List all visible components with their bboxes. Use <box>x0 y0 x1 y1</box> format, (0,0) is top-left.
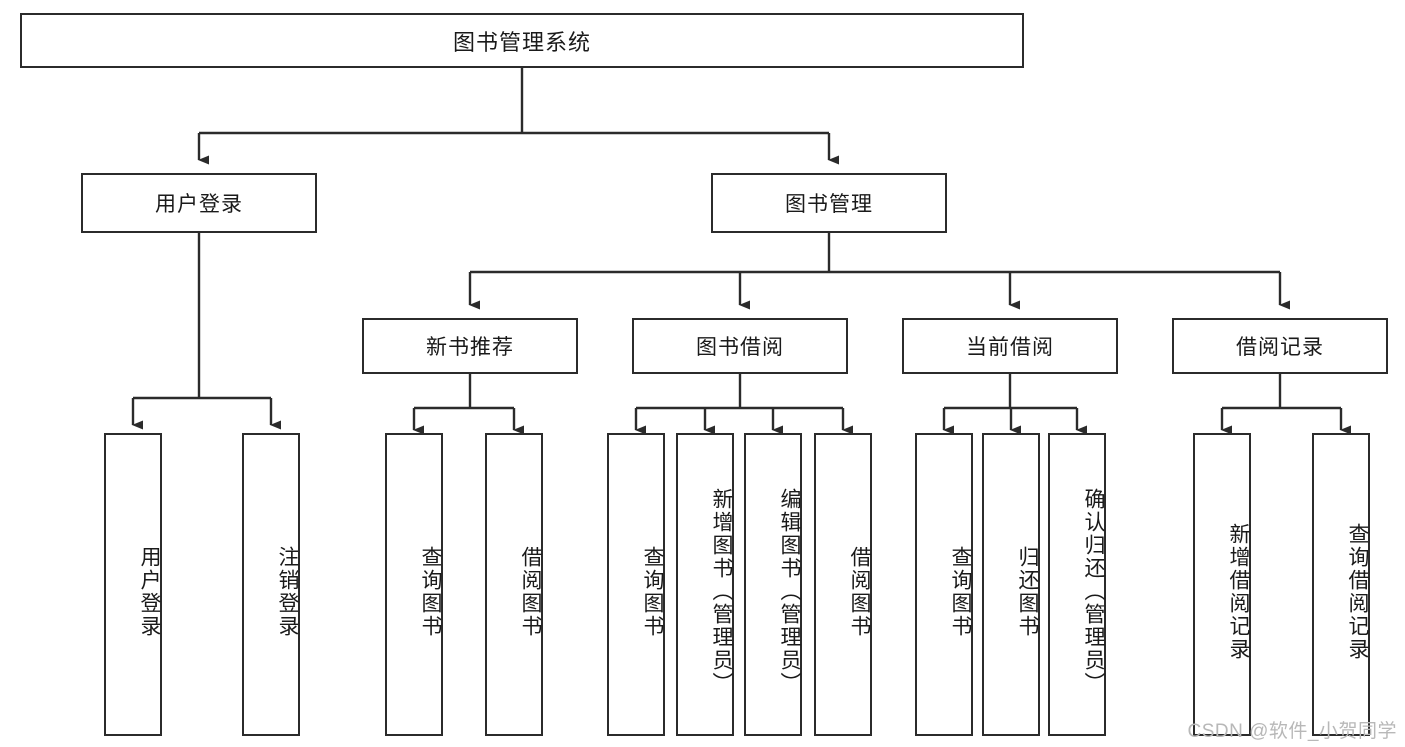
node-book-management[interactable]: 图书管理 <box>711 173 947 233</box>
node-label: 编辑图书（管理员） <box>778 488 801 695</box>
node-new-book-recommend[interactable]: 新书推荐 <box>362 318 578 374</box>
node-label: 图书管理 <box>785 193 873 216</box>
node-label: 新增借阅记录 <box>1227 522 1250 661</box>
node-label: 注销登录 <box>276 545 299 638</box>
leaf-recommend-query-book[interactable]: 查询图书 <box>385 433 443 736</box>
node-root-system[interactable]: 图书管理系统 <box>20 13 1024 68</box>
node-label: 用户登录 <box>138 545 161 638</box>
leaf-user-login-login[interactable]: 用户登录 <box>104 433 162 736</box>
node-label: 用户登录 <box>155 193 243 216</box>
node-book-borrow[interactable]: 图书借阅 <box>632 318 848 374</box>
node-borrow-record[interactable]: 借阅记录 <box>1172 318 1388 374</box>
leaf-borrow-edit-book-admin[interactable]: 编辑图书（管理员） <box>744 433 802 736</box>
node-label: 新增图书（管理员） <box>710 488 733 695</box>
leaf-current-return-book[interactable]: 归还图书 <box>982 433 1040 736</box>
node-label: 查询图书 <box>419 545 442 638</box>
node-label: 借阅图书 <box>848 545 871 638</box>
node-current-borrow[interactable]: 当前借阅 <box>902 318 1118 374</box>
node-label: 归还图书 <box>1016 545 1039 638</box>
csdn-watermark: CSDN @软件_小贺同学 <box>1187 721 1397 742</box>
node-label: 图书管理系统 <box>452 29 591 55</box>
leaf-borrow-query-book[interactable]: 查询图书 <box>607 433 665 736</box>
node-label: 查询借阅记录 <box>1346 522 1369 661</box>
node-label: 图书借阅 <box>696 336 784 359</box>
leaf-borrow-borrow-book[interactable]: 借阅图书 <box>814 433 872 736</box>
node-label: 借阅记录 <box>1236 336 1324 359</box>
node-label: 新书推荐 <box>426 336 514 359</box>
node-label: 当前借阅 <box>966 336 1054 359</box>
node-label: 查询图书 <box>641 545 664 638</box>
leaf-record-query-record[interactable]: 查询借阅记录 <box>1312 433 1370 736</box>
leaf-current-confirm-return-admin[interactable]: 确认归还（管理员） <box>1048 433 1106 736</box>
leaf-record-add-record[interactable]: 新增借阅记录 <box>1193 433 1251 736</box>
leaf-user-login-logout[interactable]: 注销登录 <box>242 433 300 736</box>
node-label: 借阅图书 <box>519 545 542 638</box>
leaf-recommend-borrow-book[interactable]: 借阅图书 <box>485 433 543 736</box>
leaf-borrow-add-book-admin[interactable]: 新增图书（管理员） <box>676 433 734 736</box>
node-label: 查询图书 <box>949 545 972 638</box>
node-label: 确认归还（管理员） <box>1082 488 1105 695</box>
node-user-login[interactable]: 用户登录 <box>81 173 317 233</box>
leaf-current-query-book[interactable]: 查询图书 <box>915 433 973 736</box>
